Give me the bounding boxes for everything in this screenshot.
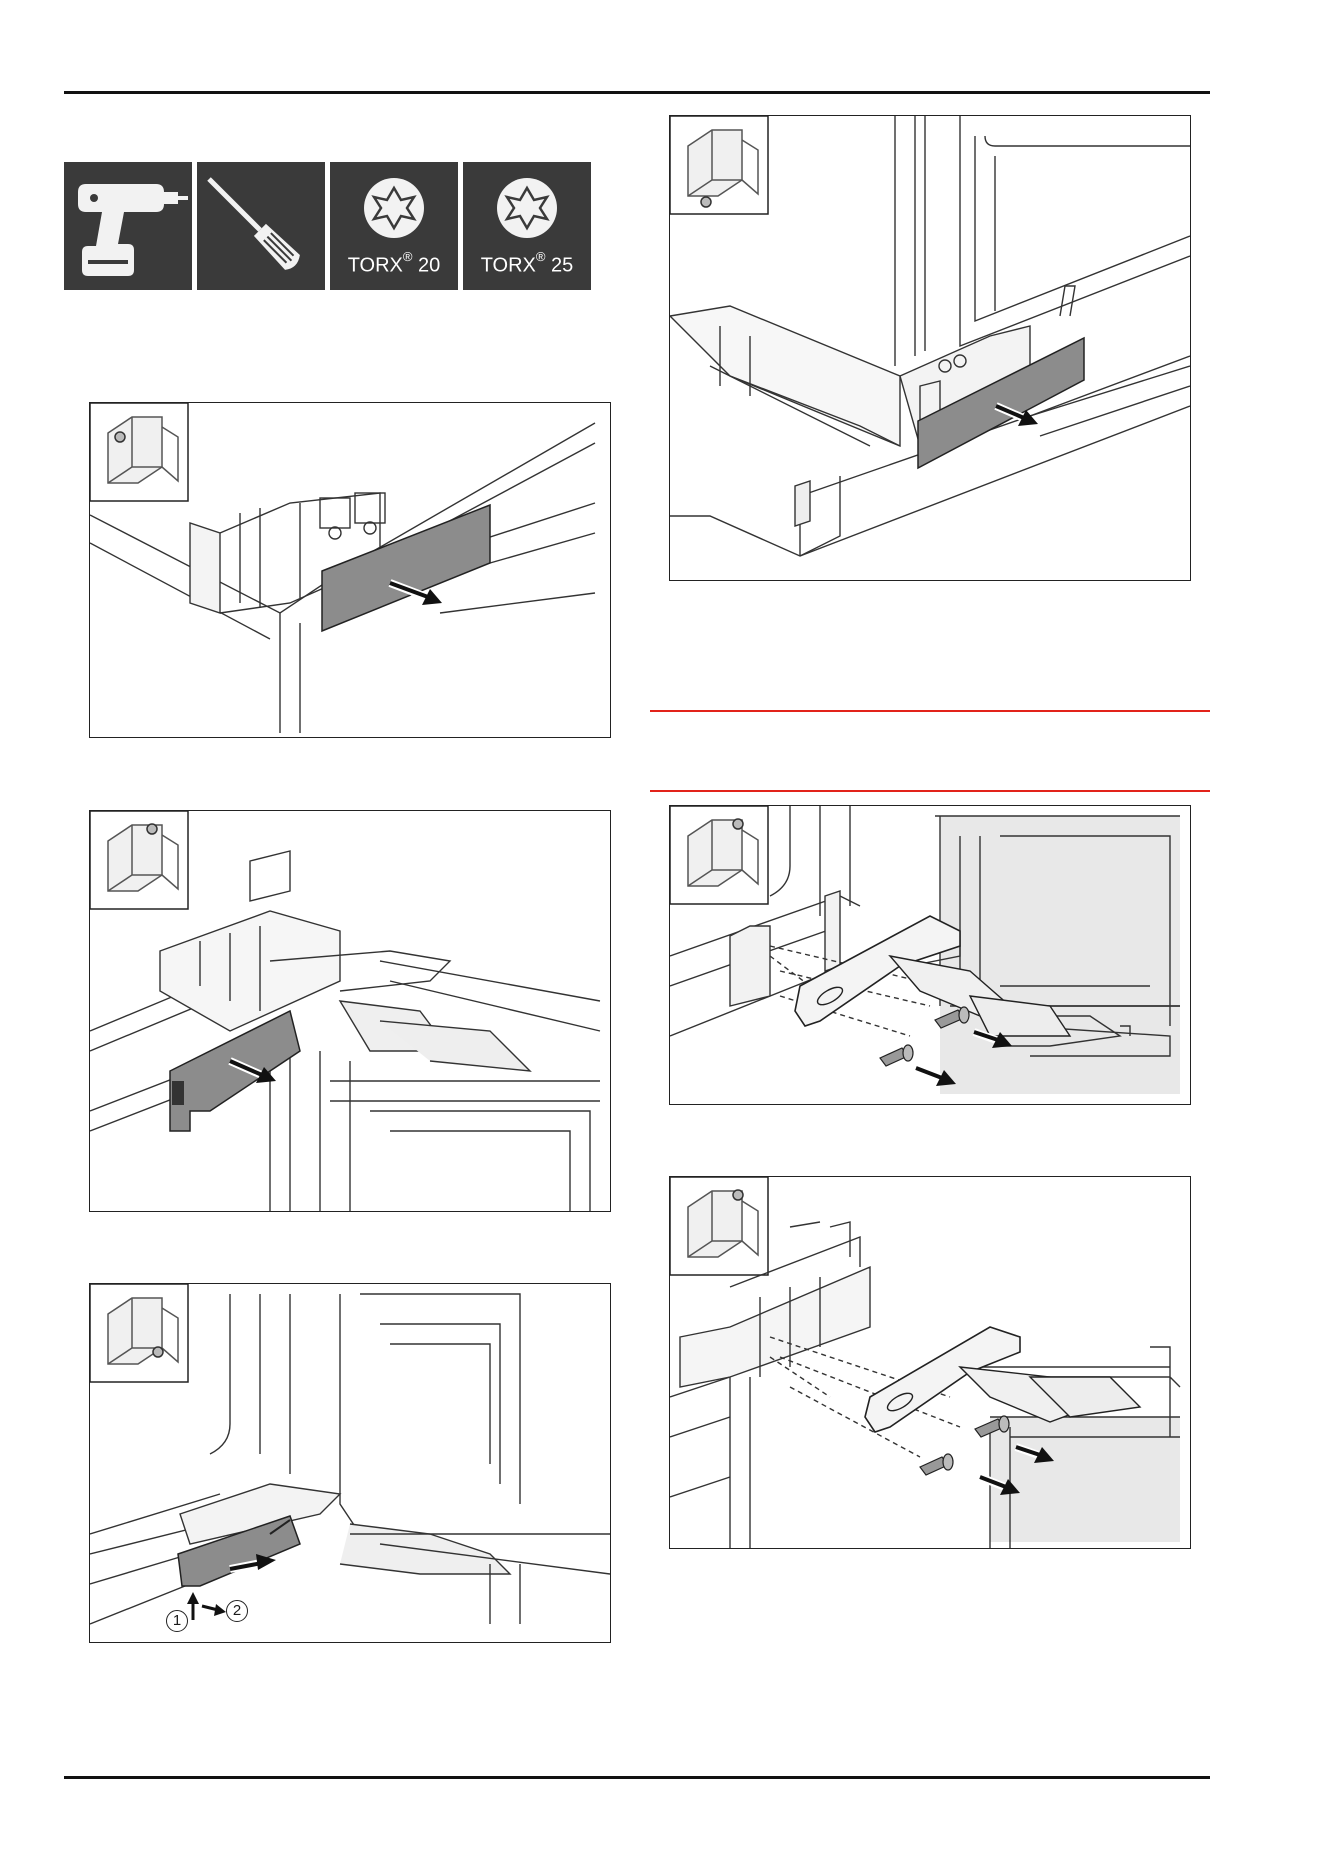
- figure-top-hinge-removal: [669, 1176, 1191, 1549]
- cover-latch: [172, 1081, 184, 1105]
- step-callout-2: 2: [226, 1600, 248, 1622]
- slide-arrow-icon: [202, 1604, 226, 1616]
- figure-top-cover-left: [89, 402, 611, 738]
- figure-top-cover-right-hinge: [89, 810, 611, 1212]
- torx-20-icon: TORX® 20: [330, 162, 458, 290]
- footer-rule: [64, 1776, 1210, 1779]
- torx-25-icon: TORX® 25: [463, 162, 591, 290]
- warning-rule-top: [650, 710, 1210, 712]
- screw-icon: [880, 1045, 913, 1066]
- figure-bottom-hinge-removal: [669, 805, 1191, 1105]
- orientation-cube-icon: [670, 116, 768, 214]
- figure-base-cover: [669, 115, 1191, 581]
- orientation-cube-icon: [670, 806, 768, 904]
- header-rule: [64, 91, 1210, 94]
- torx-25-label: TORX® 25: [463, 252, 591, 278]
- warning-rule-bottom: [650, 790, 1210, 792]
- figure-bottom-cover-steps: 1 2: [89, 1283, 611, 1643]
- torx-20-label: TORX® 20: [330, 252, 458, 278]
- push-up-arrow-icon: [187, 1592, 199, 1620]
- cordless-drill-icon: [64, 162, 192, 290]
- step-callout-1: 1: [166, 1610, 188, 1632]
- orientation-cube-icon: [90, 1284, 188, 1382]
- cover-panel: [322, 505, 490, 631]
- screwdriver-icon: [197, 162, 325, 290]
- orientation-cube-icon: [90, 811, 188, 909]
- screw-icon: [920, 1454, 953, 1475]
- orientation-cube-icon: [90, 403, 188, 501]
- orientation-cube-icon: [670, 1177, 768, 1275]
